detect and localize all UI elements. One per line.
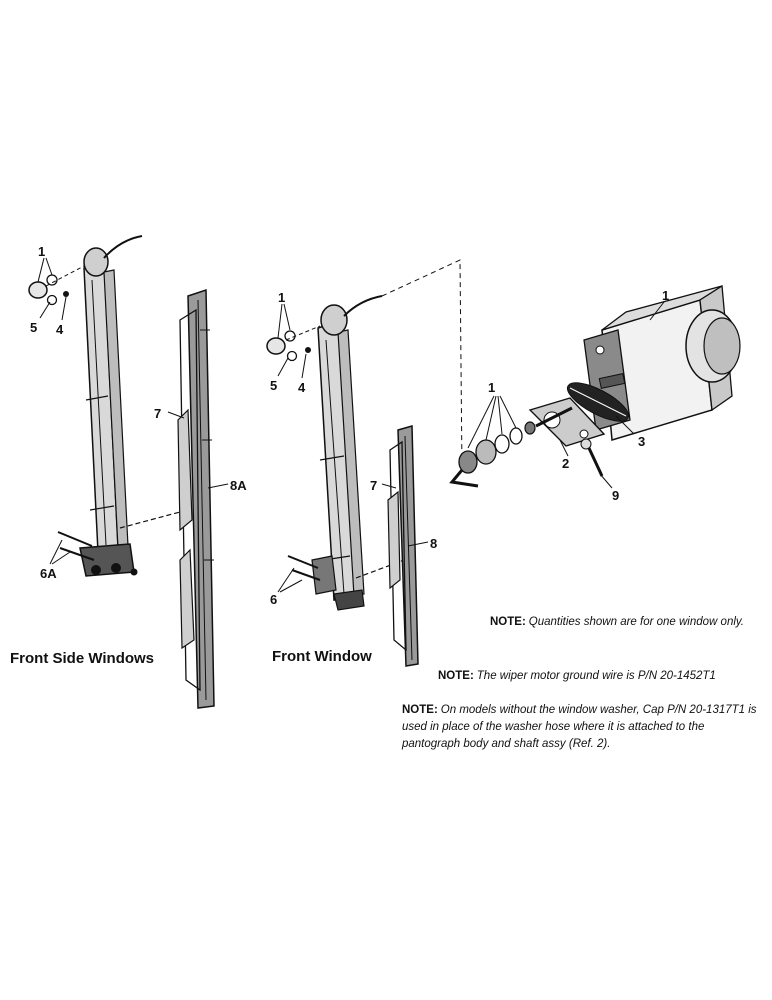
callout-left-8a: 8A (230, 478, 247, 493)
note-ground-wire: NOTE:The wiper motor ground wire is P/N … (438, 668, 764, 685)
callout-motor-3: 3 (638, 434, 645, 449)
middle-arm-assembly (266, 295, 405, 611)
callout-mid-1: 1 (278, 290, 285, 305)
callout-motor-1: 1 (662, 288, 669, 303)
callout-motor-parts-1: 1 (488, 380, 495, 395)
note-label: NOTE: (438, 670, 474, 682)
caption-front-side-windows: Front Side Windows (10, 650, 155, 667)
callout-motor-2: 2 (562, 456, 569, 471)
left-blade-8a (177, 288, 215, 709)
middle-blade-8 (387, 425, 419, 667)
note-quantities: NOTE:Quantities shown are for one window… (490, 614, 762, 631)
motor-gasket-3 (566, 382, 630, 422)
callout-left-5: 5 (30, 320, 37, 335)
callout-mid-6: 6 (270, 592, 277, 607)
callout-left-4: 4 (56, 322, 64, 337)
callout-mid-8: 8 (430, 536, 437, 551)
callout-mid-7: 7 (370, 478, 377, 493)
motor-leader-lines (467, 301, 665, 489)
callout-left-6a: 6A (40, 566, 57, 581)
callout-motor-9: 9 (612, 488, 619, 503)
note-text: On models without the window washer, Cap… (402, 704, 757, 750)
callout-left-1: 1 (38, 244, 45, 259)
callout-left-7: 7 (154, 406, 161, 421)
washer-hose-run (381, 259, 463, 471)
note-text: Quantities shown are for one window only… (528, 616, 744, 628)
note-text: The wiper motor ground wire is P/N 20-14… (476, 670, 716, 682)
note-washer-cap: NOTE:On models without the window washer… (402, 702, 762, 753)
left-arm-assembly (28, 235, 181, 577)
motor-shaft-parts (449, 397, 606, 488)
caption-front-window: Front Window (272, 648, 372, 665)
middle-leader-lines (277, 303, 429, 593)
callout-mid-5: 5 (270, 378, 277, 393)
left-leader-lines (37, 257, 229, 565)
callout-mid-4: 4 (298, 380, 306, 395)
note-label: NOTE: (402, 704, 438, 716)
note-label: NOTE: (490, 616, 526, 628)
